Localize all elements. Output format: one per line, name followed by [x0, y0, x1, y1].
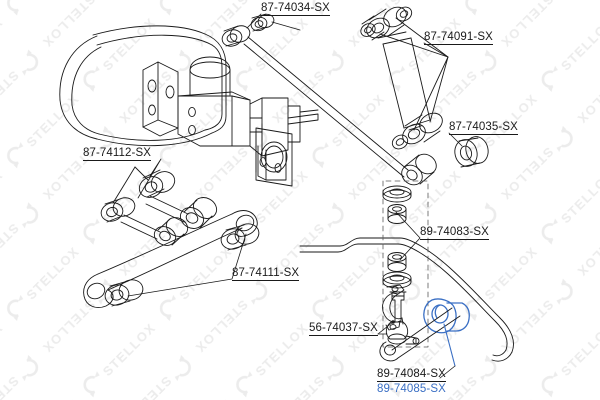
upper-control-arm: [100, 166, 218, 246]
stabilizer-link-assembly: [377, 180, 429, 348]
callout-89-74083-sx: 89-74083-SX: [420, 226, 489, 240]
callout-89-74084-sx: 89-74084-SX: [377, 368, 446, 382]
stabilizer-bar: [299, 237, 514, 362]
callout-label-text: 56-74037-SX: [309, 322, 378, 336]
stabilizer-bushing-highlighted: [423, 298, 470, 334]
callout-87-74035-sx: 87-74035-SX: [449, 121, 518, 135]
callout-87-74091-sx: 87-74091-SX: [424, 31, 493, 45]
callout-56-74037-sx: 56-74037-SX: [309, 322, 378, 336]
callout-label-text: 89-74084-SX: [377, 368, 446, 382]
stabilizer-bar-end: [379, 307, 461, 362]
shock-mount-bushing: [454, 136, 489, 168]
axle-beam-housing: [59, 25, 319, 187]
callout-label-text: 87-74035-SX: [449, 121, 518, 135]
callout-label-text: 89-74085-SX: [377, 383, 446, 395]
callout-label-text: 87-74091-SX: [424, 31, 493, 45]
callout-label-text: 87-74112-SX: [83, 147, 152, 161]
callout-label-text: 87-74111-SX: [232, 267, 300, 281]
leader-lines: [127, 13, 463, 379]
callout-label-text: 89-74083-SX: [420, 226, 489, 240]
lower-control-arm: [83, 210, 260, 308]
callout-87-74112-sx: 87-74112-SX: [83, 147, 152, 161]
shock-absorber: [360, 6, 449, 150]
lateral-rod: [221, 13, 437, 186]
callout-89-74085-sx-highlighted: 89-74085-SX: [377, 383, 446, 395]
callout-label-text: 87-74034-SX: [261, 2, 330, 16]
callout-87-74034-sx: 87-74034-SX: [261, 2, 330, 16]
callout-87-74111-sx: 87-74111-SX: [232, 267, 300, 281]
